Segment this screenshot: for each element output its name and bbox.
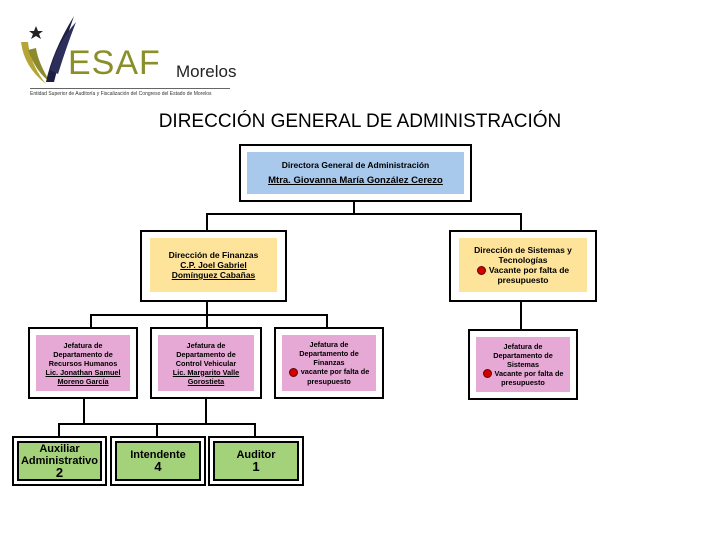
- vacancy-text: presupuesto: [501, 378, 545, 388]
- vacancy-text: presupuesto: [497, 275, 549, 286]
- dept-label: Jefatura de: [186, 340, 226, 350]
- vacancy-text: Vacante por falta de: [488, 264, 570, 275]
- role-label: Dirección de Finanzas: [168, 250, 259, 260]
- recursos-humanos-box: Jefatura de Departamento de Recursos Hum…: [28, 327, 138, 399]
- finanzas-dept-box: Jefatura de Departamento de Finanzas vac…: [274, 327, 384, 399]
- vacancy-dot-icon: [288, 367, 298, 377]
- staff-count: 1: [252, 459, 260, 474]
- esaf-logo: [14, 12, 244, 102]
- vacancy-line: Vacante por falta de: [476, 264, 570, 276]
- laurel-emblem-icon: [21, 16, 76, 84]
- connector: [90, 314, 328, 316]
- logo-caption: Entidad Superior de Auditoría y Fiscaliz…: [30, 91, 212, 97]
- dept-label: Jefatura de: [309, 340, 349, 350]
- person-name: Gorostieta: [187, 376, 225, 386]
- staff-count: 4: [154, 459, 162, 474]
- connector: [206, 314, 208, 328]
- finanzas-direction-box: Dirección de Finanzas C.P. Joel Gabriel …: [140, 230, 287, 302]
- page-title: DIRECCIÓN GENERAL DE ADMINISTRACIÓN: [158, 111, 562, 132]
- staff-label: Auditor: [236, 449, 276, 461]
- dept-label: Finanzas: [313, 358, 345, 368]
- control-vehicular-box: Jefatura de Departamento de Control Vehi…: [150, 327, 262, 399]
- connector: [520, 213, 522, 231]
- vacancy-text: vacante por falta de: [300, 367, 370, 377]
- role-label: Tecnologías: [498, 254, 548, 265]
- connector: [156, 423, 158, 438]
- dept-label: Departamento de: [53, 349, 113, 359]
- person-name: Moreno García: [57, 376, 109, 386]
- person-name: Mtra. Giovanna María González Cerezo: [268, 175, 443, 186]
- person-name: C.P. Joel Gabriel: [180, 260, 247, 270]
- person-name: Lic. Jonathan Samuel: [45, 367, 121, 377]
- auxiliar-box: Auxiliar Administrativo 2: [12, 436, 107, 486]
- role-label: Directora General de Administración: [281, 160, 430, 170]
- person-name: Domínguez Cabañas: [171, 270, 256, 280]
- dept-label: Control Vehicular: [175, 358, 237, 368]
- connector: [83, 398, 85, 424]
- director-general-box: Directora General de Administración Mtra…: [239, 144, 472, 202]
- auditor-box: Auditor 1: [208, 436, 304, 486]
- dept-label: Recursos Humanos: [48, 358, 118, 368]
- dept-label: Jefatura de: [63, 340, 103, 350]
- connector: [206, 213, 208, 231]
- logo-divider: [30, 88, 230, 89]
- connector: [90, 314, 92, 328]
- brand-subtitle: Morelos: [176, 62, 237, 81]
- vacancy-line: Vacante por falta de: [482, 368, 564, 379]
- connector: [206, 213, 522, 215]
- connector: [58, 423, 60, 438]
- brand-name: ESAF: [68, 44, 161, 82]
- staff-label: Auxiliar: [39, 443, 80, 455]
- connector: [326, 314, 328, 328]
- dept-label: Departamento de: [493, 350, 553, 360]
- dept-label: Sistemas: [506, 359, 540, 369]
- vacancy-line: vacante por falta de: [288, 367, 370, 377]
- vacancy-dot-icon: [476, 266, 486, 276]
- connector: [254, 423, 256, 438]
- connector: [353, 201, 355, 215]
- intendente-box: Intendente 4: [110, 436, 206, 486]
- connector: [206, 301, 208, 315]
- vacancy-dot-icon: [482, 369, 492, 379]
- dept-label: Jefatura de: [503, 341, 543, 351]
- staff-count: 2: [55, 465, 64, 480]
- connector: [520, 301, 522, 330]
- connector: [205, 398, 207, 424]
- sistemas-dept-box: Jefatura de Departamento de Sistemas Vac…: [468, 329, 578, 400]
- person-name: Lic. Margarito Valle: [172, 367, 240, 377]
- dept-label: Departamento de: [176, 349, 236, 359]
- staff-label: Administrativo: [20, 455, 98, 467]
- sistemas-direction-box: Dirección de Sistemas y Tecnologías Vaca…: [449, 230, 597, 302]
- staff-label: Intendente: [130, 449, 186, 461]
- vacancy-text: Vacante por falta de: [494, 368, 564, 378]
- dept-label: Departamento de: [299, 349, 359, 359]
- role-label: Dirección de Sistemas y: [474, 244, 572, 255]
- vacancy-text: presupuesto: [307, 376, 351, 386]
